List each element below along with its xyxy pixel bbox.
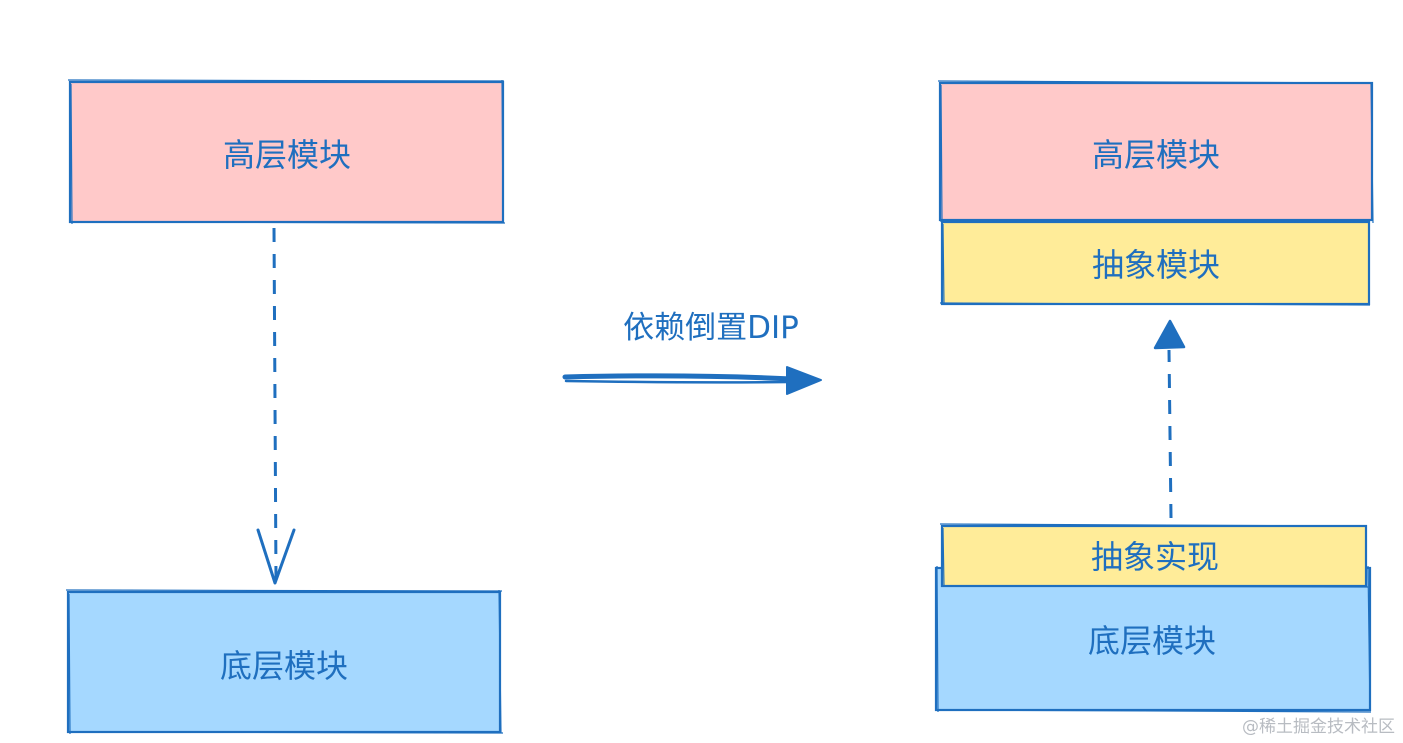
sketch-edge: [937, 80, 1374, 224]
right-abstract-module-rect: [940, 220, 1371, 306]
right-low-module-label: 底层模块: [1088, 622, 1216, 660]
left-low-module-box: 底层模块: [65, 589, 504, 735]
left-dependency-arrow: [256, 227, 296, 585]
right-abstract-impl-rect: [940, 524, 1368, 588]
right-abstract-impl-box: 抽象实现: [939, 523, 1369, 588]
dip-arrowhead: [786, 366, 822, 395]
right-abstract-module-label: 抽象模块: [1092, 246, 1220, 284]
dip-arrow-shaft-sketch: [564, 379, 792, 384]
sketch-edge: [939, 220, 1371, 306]
watermark: @稀土掘金技术社区: [1242, 717, 1395, 737]
right-abstract-impl-label: 抽象实现: [1091, 538, 1219, 576]
right-high-module-box: 高层模块: [937, 80, 1374, 224]
sketch-edge: [65, 589, 504, 735]
right-implementation-arrow: [1153, 319, 1186, 519]
left-high-module-box: 高层模块: [67, 79, 506, 225]
left-open-arrowhead: [256, 528, 296, 585]
left-dashed-line: [272, 227, 278, 581]
sketch-edge: [67, 79, 506, 225]
right-low-module-box: 底层模块: [934, 565, 1372, 713]
left-low-module-label: 底层模块: [220, 647, 348, 685]
dip-arrow-shaft: [562, 373, 795, 382]
dip-label: 依赖倒置DIP: [623, 310, 799, 346]
left-high-module-label: 高层模块: [223, 136, 351, 174]
left-high-module-rect: [68, 80, 505, 224]
right-high-module-label: 高层模块: [1092, 136, 1220, 174]
right-triangle-arrowhead: [1153, 319, 1186, 350]
sketch-edge: [939, 523, 1369, 588]
right-high-module-rect: [938, 81, 1374, 222]
right-abstract-module-box: 抽象模块: [939, 220, 1371, 306]
right-dashed-line: [1167, 349, 1173, 519]
right-low-module-rect: [934, 566, 1372, 712]
sketch-edge: [934, 565, 1372, 713]
dip-transform-arrow: 依赖倒置DIP: [562, 310, 822, 395]
